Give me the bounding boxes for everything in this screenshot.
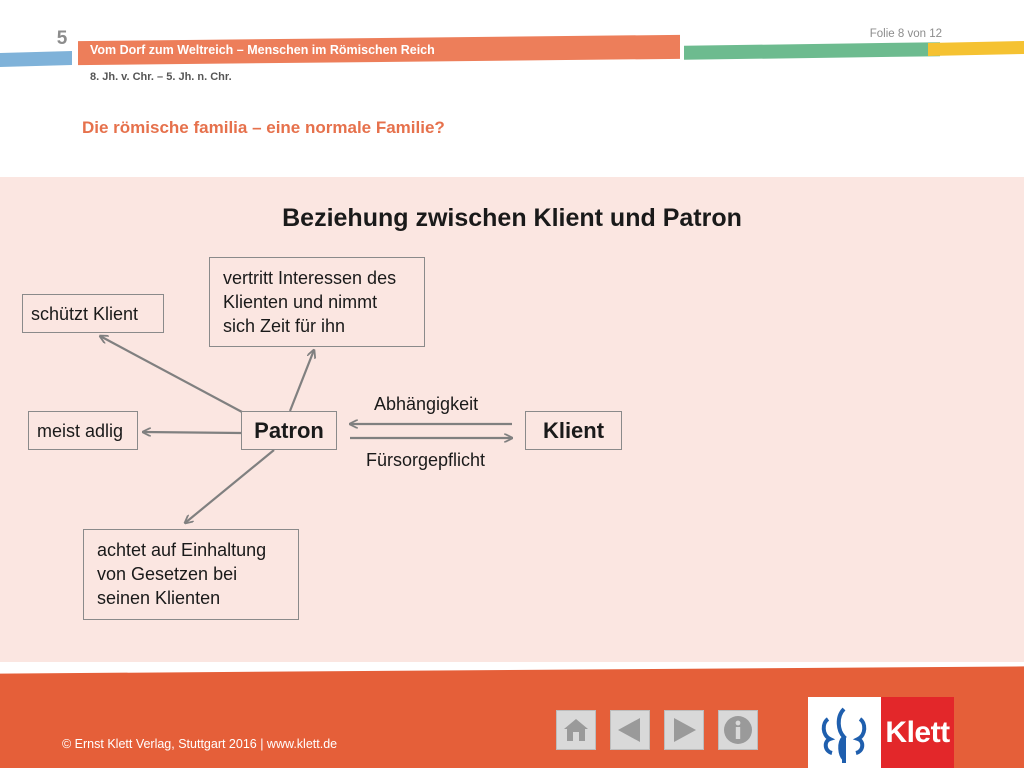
klient-label: Klient (542, 417, 605, 443)
klett-logo[interactable]: Klett (808, 697, 954, 768)
previous-slide-button[interactable] (610, 710, 650, 750)
patron-node: Patron (241, 411, 337, 450)
patron-label: Patron (254, 417, 324, 443)
relation-label-dependency: Abhängigkeit (374, 394, 479, 414)
chapter-number: 5 (56, 28, 68, 49)
attribute-box-protects: schützt Klient (22, 294, 164, 333)
attribute-text: vertritt Interessen des Klienten und nim… (223, 268, 397, 336)
klient-node: Klient (525, 411, 622, 450)
header-blue-strip (0, 51, 72, 67)
klett-tree-icon (821, 707, 867, 763)
slide-subtitle: Die römische familia – eine normale Fami… (82, 118, 445, 137)
klett-logo-mark (808, 697, 880, 768)
relation-label-care-duty: Fürsorgepflicht (366, 450, 486, 470)
header-yellow-strip (928, 40, 1024, 57)
attribute-box-represents: vertritt Interessen des Klienten und nim… (209, 257, 425, 347)
era-label: 8. Jh. v. Chr. – 5. Jh. n. Chr. (90, 71, 232, 83)
attribute-text: achtet auf Einhaltung von Gesetzen bei s… (97, 540, 267, 608)
klett-logo-wordmark: Klett (881, 697, 954, 768)
header-green-strip (684, 42, 940, 60)
next-slide-button[interactable] (664, 710, 704, 750)
home-button[interactable] (556, 710, 596, 750)
info-icon (724, 716, 752, 744)
attribute-text: meist adlig (37, 421, 124, 441)
klett-logo-text: Klett (885, 715, 950, 749)
attribute-text: schützt Klient (31, 304, 139, 324)
chapter-title: Vom Dorf zum Weltreich – Menschen im Röm… (90, 43, 435, 57)
home-icon (564, 719, 588, 741)
back-arrow-icon (618, 718, 640, 742)
attribute-box-noble: meist adlig (28, 411, 138, 450)
attribute-box-laws: achtet auf Einhaltung von Gesetzen bei s… (83, 529, 299, 620)
slide-counter: Folie 8 von 12 (869, 28, 942, 40)
copyright-text[interactable]: © Ernst Klett Verlag, Stuttgart 2016 | w… (62, 737, 338, 751)
info-button[interactable] (718, 710, 758, 750)
diagram-title: Beziehung zwischen Klient und Patron (282, 204, 742, 232)
forward-arrow-icon (674, 718, 696, 742)
